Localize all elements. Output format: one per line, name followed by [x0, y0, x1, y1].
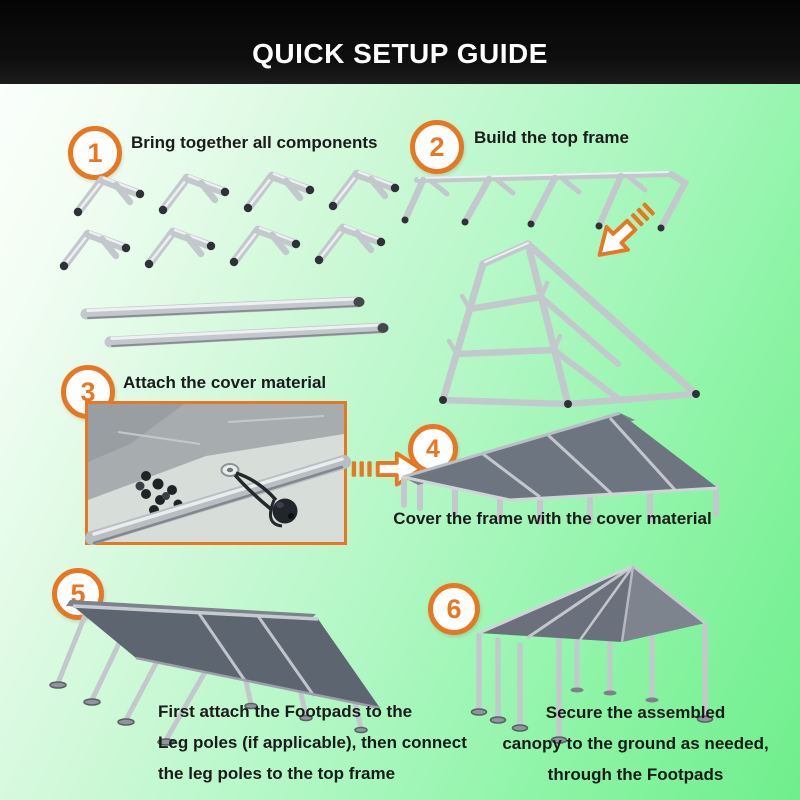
corner-fitting-icon — [329, 172, 399, 210]
step-3-label: Attach the cover material — [123, 373, 327, 392]
step-1-badge: 1 — [68, 126, 122, 180]
corner-fitting-icon — [74, 178, 144, 216]
footpad — [49, 681, 67, 689]
tarp-corner — [88, 404, 344, 500]
step-6-number: 6 — [446, 593, 462, 624]
footpad — [696, 715, 714, 723]
corner-fitting-icon — [60, 232, 130, 270]
step-1-number: 1 — [87, 137, 103, 168]
footpad — [83, 698, 101, 706]
header-bar: QUICK SETUP GUIDE — [0, 0, 800, 84]
step5-canopy-with-legs-illustration — [49, 600, 381, 746]
step-4-label: Cover the frame with the cover material — [393, 509, 712, 528]
footpad — [511, 724, 529, 732]
pole-icon — [104, 322, 389, 348]
footpad — [354, 726, 368, 734]
footpad — [570, 687, 584, 693]
page-title: QUICK SETUP GUIDE — [252, 38, 548, 69]
canopy-front-slope — [403, 413, 718, 500]
corner-fitting-icon — [145, 230, 215, 268]
footpad — [603, 690, 617, 696]
step-2-badge: 2 — [410, 120, 464, 174]
step-4-badge: 4 — [408, 424, 458, 474]
step-1-label: Bring together all components — [131, 133, 378, 152]
step2-assembled-frame-illustration — [439, 240, 700, 408]
pole-icon — [80, 296, 365, 320]
footpad — [157, 738, 175, 746]
step2-truss-row-illustration — [401, 170, 690, 232]
step-6-label: Secure the assembled canopy to the groun… — [502, 703, 769, 784]
corner-fitting-icon — [159, 176, 229, 214]
step-2-number: 2 — [429, 131, 445, 162]
footpad — [550, 736, 568, 744]
footpad — [117, 718, 135, 726]
leg-stubs — [401, 476, 719, 525]
footpad — [470, 708, 488, 716]
footpad — [489, 716, 507, 724]
pole-icon — [85, 455, 351, 545]
step-2-label: Build the top frame — [474, 128, 629, 147]
step-4-number: 4 — [426, 434, 440, 463]
step-3-number: 3 — [80, 376, 96, 407]
canopy-front-slope — [73, 606, 380, 708]
bungee-ball-cord — [233, 471, 298, 528]
corner-fitting-icon — [315, 226, 385, 264]
footpad — [645, 697, 659, 703]
step-5-label: First attach the Footpads to the Leg pol… — [158, 702, 467, 783]
step1-components-illustration — [58, 162, 403, 348]
cover-attachment-detail-box — [85, 401, 351, 545]
bungee-attachment-illustration — [85, 404, 351, 545]
step6-assembled-canopy-illustration — [470, 564, 714, 744]
corner-fitting-icon — [244, 174, 314, 212]
footpad — [244, 702, 258, 710]
step-6-badge: 6 — [428, 583, 480, 635]
footpad — [299, 714, 313, 722]
arrow-down-left-icon — [597, 202, 656, 257]
canopy-right-slope — [622, 566, 705, 642]
corner-fitting-icon — [230, 228, 300, 266]
step4-covered-frame-illustration — [401, 411, 719, 525]
